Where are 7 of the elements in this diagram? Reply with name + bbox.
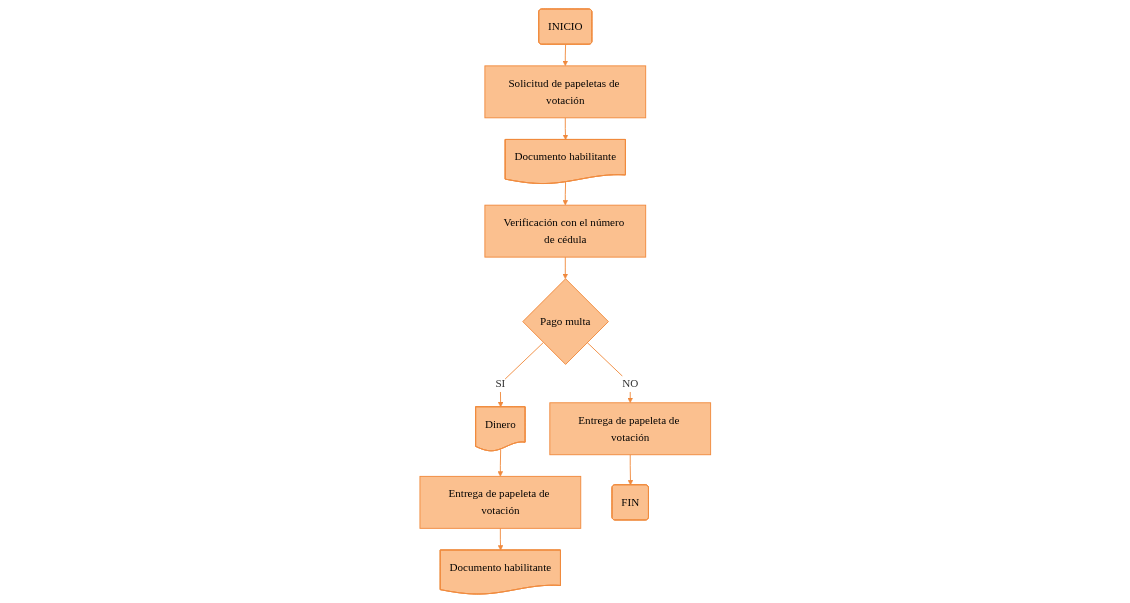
node-box: Entrega de papeleta de votación <box>549 402 711 456</box>
node-box: Entrega de papeleta de votación <box>419 475 581 529</box>
edge-label: SI <box>495 377 506 390</box>
node-box: Solicitud de papeletas de votación <box>484 65 646 119</box>
node-box: Verificación con el número de cédula <box>484 204 646 258</box>
edge-label: NO <box>621 377 638 390</box>
node-diamond: Pago multa <box>522 278 609 365</box>
